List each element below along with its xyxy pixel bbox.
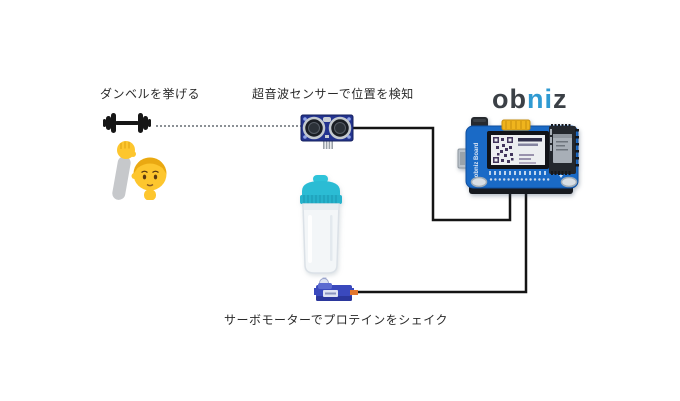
oled-qr-code xyxy=(493,137,514,163)
bottle-cap-dome xyxy=(302,181,340,197)
pad-row xyxy=(489,178,550,181)
oled-text-lines xyxy=(518,138,542,164)
person-hair xyxy=(133,157,167,174)
pin-label-row xyxy=(489,171,546,175)
person-head xyxy=(133,157,167,191)
raised-arm-sleeve xyxy=(112,156,131,200)
dumbbell-label: ダンベルを挙げる xyxy=(100,87,201,101)
screw-hole-left xyxy=(470,176,488,188)
screw-hole-right xyxy=(560,176,578,188)
person-raising-hand-icon xyxy=(112,141,167,200)
logo-ni: ni xyxy=(527,84,553,114)
servo-motor-icon xyxy=(314,277,358,301)
ultrasonic-sensor-label: 超音波センサーで位置を検知 xyxy=(252,87,414,101)
wire-sensor-to-board xyxy=(352,126,512,222)
servo-wire-connector xyxy=(350,290,358,295)
bottle-cap-knob xyxy=(313,175,328,183)
logo-ob: ob xyxy=(492,84,527,114)
board-side-label: obniz Board xyxy=(474,142,480,177)
shaker-bottle-icon xyxy=(300,175,342,274)
esp32-module xyxy=(549,124,579,175)
servo-motor-label: サーボモーターでプロテインをシェイク xyxy=(224,313,449,327)
obniz-board-icon: obniz Board xyxy=(457,117,579,194)
dotted-line-dumbbell-to-sensor xyxy=(156,125,302,127)
ultrasonic-sensor-icon xyxy=(300,114,354,149)
dumbbell-icon xyxy=(103,113,151,133)
logo-z: z xyxy=(553,84,568,114)
obniz-logo: obniz xyxy=(492,84,568,115)
wire-board-to-servo xyxy=(352,191,528,294)
